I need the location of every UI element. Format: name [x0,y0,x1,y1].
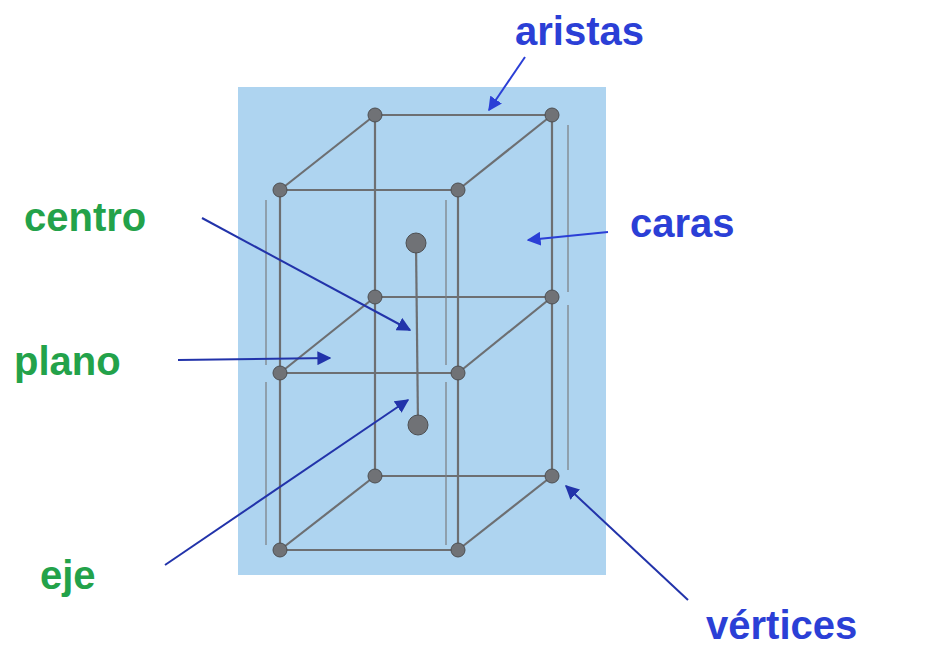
part-label: centro [24,194,146,240]
part-label: vértices [706,602,857,648]
lattice-atoms [273,108,559,557]
background-panel [238,87,606,575]
part-label: caras [630,200,735,246]
leader-lines [165,57,688,600]
dimension-marks [266,125,568,545]
part-label: eje [40,552,96,598]
cell-edges [280,115,552,550]
part-label: aristas [515,8,644,54]
part-label: plano [14,338,121,384]
